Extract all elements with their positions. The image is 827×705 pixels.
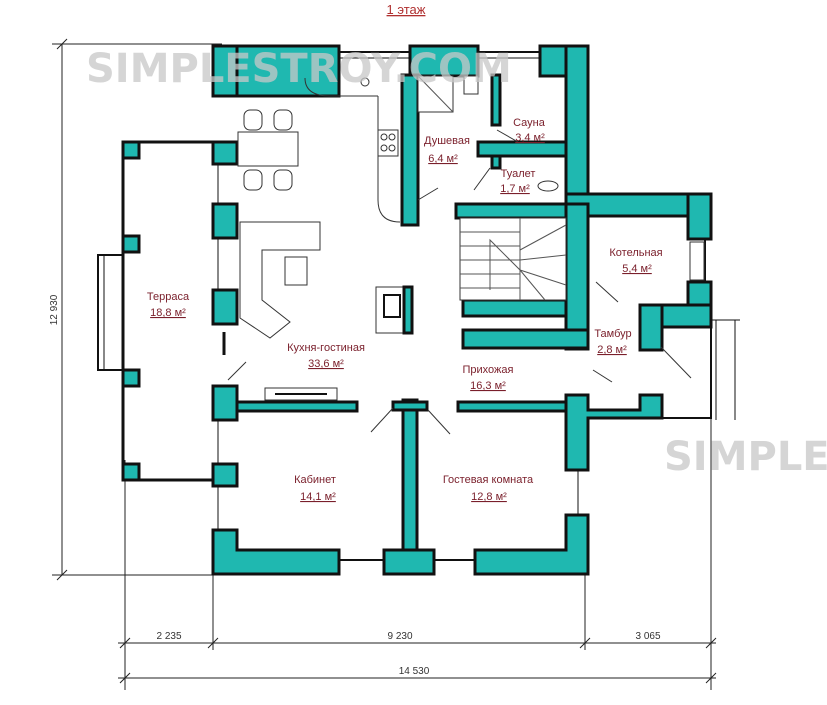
room-name: Кухня-гостиная [287,342,365,354]
room-area: 3,4 м² [515,132,545,144]
dimension-total: 14 530 [399,666,430,677]
room-toilet: Туалет 1,7 м² [500,168,535,195]
watermark-secondary: SIMPLE [664,434,827,480]
room-name: Терраса [147,291,190,303]
room-name: Душевая [424,135,470,147]
terrace [97,140,215,482]
room-vestibule: Тамбур 2,8 м² [594,328,631,356]
room-area: 33,6 м² [308,358,344,370]
room-study: Кабинет 14,1 м² [294,474,336,503]
room-area: 12,8 м² [471,491,507,503]
dimension-left: 2 235 [156,631,181,642]
dimension-right: 3 065 [635,631,660,642]
room-guest: Гостевая комната 12,8 м² [443,474,534,503]
room-area: 14,1 м² [300,491,336,503]
room-shower: Душевая 6,4 м² [424,135,470,165]
room-area: 5,4 м² [622,263,652,275]
watermark: SIMPLESTROY.COM [86,46,512,92]
door-swings [222,129,692,435]
dimension-middle: 9 230 [387,631,412,642]
dimension-height: 12 930 [49,294,60,325]
room-hallway: Прихожая 16,3 м² [463,364,514,392]
room-area: 16,3 м² [470,380,506,392]
staircase [459,217,567,301]
room-name: Котельная [609,247,662,259]
room-kitchen-living: Кухня-гостиная 33,6 м² [287,342,365,370]
room-name: Туалет [501,168,536,180]
room-name: Сауна [513,117,546,129]
room-area: 18,8 м² [150,307,186,319]
furniture [237,75,705,401]
room-area: 6,4 м² [428,153,458,165]
room-sauna: Сауна 3,4 м² [513,117,546,144]
room-name: Гостевая комната [443,474,534,486]
room-name: Прихожая [463,364,514,376]
room-name: Тамбур [594,328,631,340]
floor-title: 1 этаж [387,2,426,17]
room-name: Кабинет [294,474,336,486]
room-area: 2,8 м² [597,344,627,356]
room-boiler: Котельная 5,4 м² [609,247,662,275]
room-area: 1,7 м² [500,183,530,195]
dimension-lines [52,38,717,690]
room-terrace: Терраса 18,8 м² [147,291,190,319]
walls [211,44,740,576]
